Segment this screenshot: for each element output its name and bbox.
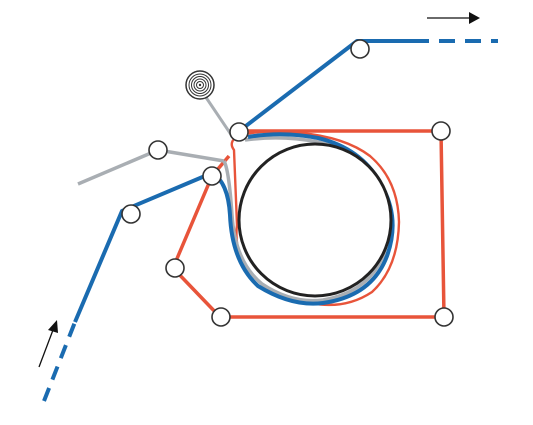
- inlet-direction-arrow: [38, 320, 58, 368]
- roller-web-lower: [121, 204, 141, 224]
- web-inlet-dashed: [42, 321, 77, 402]
- roller-belt-bottom-right: [434, 307, 454, 327]
- roller-belt-top-right: [431, 121, 451, 141]
- roller-belt-bottom-left: [211, 307, 231, 327]
- web-wrap: [210, 132, 395, 306]
- web-inlet-run: [73, 171, 213, 323]
- film-supply-reel: [185, 70, 215, 100]
- outlet-direction-arrow: [427, 12, 480, 24]
- roller-film-guide: [148, 140, 168, 160]
- roller-web-entry: [202, 166, 222, 186]
- roller-belt-left: [165, 258, 185, 278]
- web-outlet-run: [236, 39, 413, 134]
- main-drum: [237, 142, 393, 298]
- roller-nip: [229, 122, 249, 142]
- roller-outlet-top: [350, 39, 370, 59]
- guide-rollers: [121, 39, 454, 327]
